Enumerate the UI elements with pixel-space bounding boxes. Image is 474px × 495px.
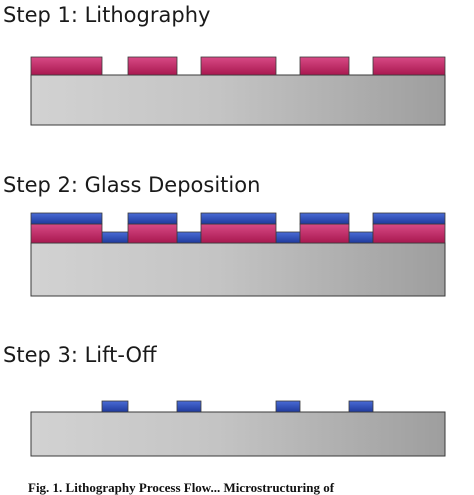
glass-layer xyxy=(299,212,350,225)
photoresist-block xyxy=(299,223,350,244)
photoresist-block xyxy=(299,56,350,76)
photoresist-block xyxy=(30,56,103,76)
glass-layer xyxy=(127,212,178,225)
photoresist-block xyxy=(127,223,178,244)
step-1-title: Step 1: Lithography xyxy=(3,3,211,27)
glass-structure xyxy=(348,400,374,413)
step-3-lift-off-illustration xyxy=(30,400,446,457)
glass-layer xyxy=(200,212,277,225)
step-3-title: Step 3: Lift-Off xyxy=(3,343,157,367)
photoresist-block xyxy=(30,223,103,244)
glass-layer xyxy=(101,231,129,244)
figure-caption: Fig. 1. Lithography Process Flow... Micr… xyxy=(28,480,335,495)
glass-structure xyxy=(101,400,129,413)
glass-layer xyxy=(176,231,202,244)
step-2-title: Step 2: Glass Deposition xyxy=(3,173,261,197)
glass-layer xyxy=(372,212,446,225)
photoresist-pattern xyxy=(30,56,446,76)
substrate xyxy=(30,242,446,297)
photoresist-block xyxy=(200,56,277,76)
substrate xyxy=(30,74,446,126)
glass-layer xyxy=(30,212,103,225)
glass-layer xyxy=(275,231,301,244)
photoresist-block xyxy=(127,56,178,76)
step-2-glass-deposition-illustration xyxy=(30,212,446,297)
glass-on-photoresist xyxy=(30,212,446,225)
glass-structure xyxy=(275,400,301,413)
photoresist-pattern xyxy=(30,223,446,244)
photoresist-block xyxy=(200,223,277,244)
photoresist-block xyxy=(372,56,446,76)
glass-structure xyxy=(176,400,202,413)
substrate xyxy=(30,411,446,457)
glass-layer xyxy=(348,231,374,244)
step-1-lithography-illustration xyxy=(30,56,446,126)
photoresist-block xyxy=(372,223,446,244)
glass-microstructures xyxy=(101,400,374,413)
